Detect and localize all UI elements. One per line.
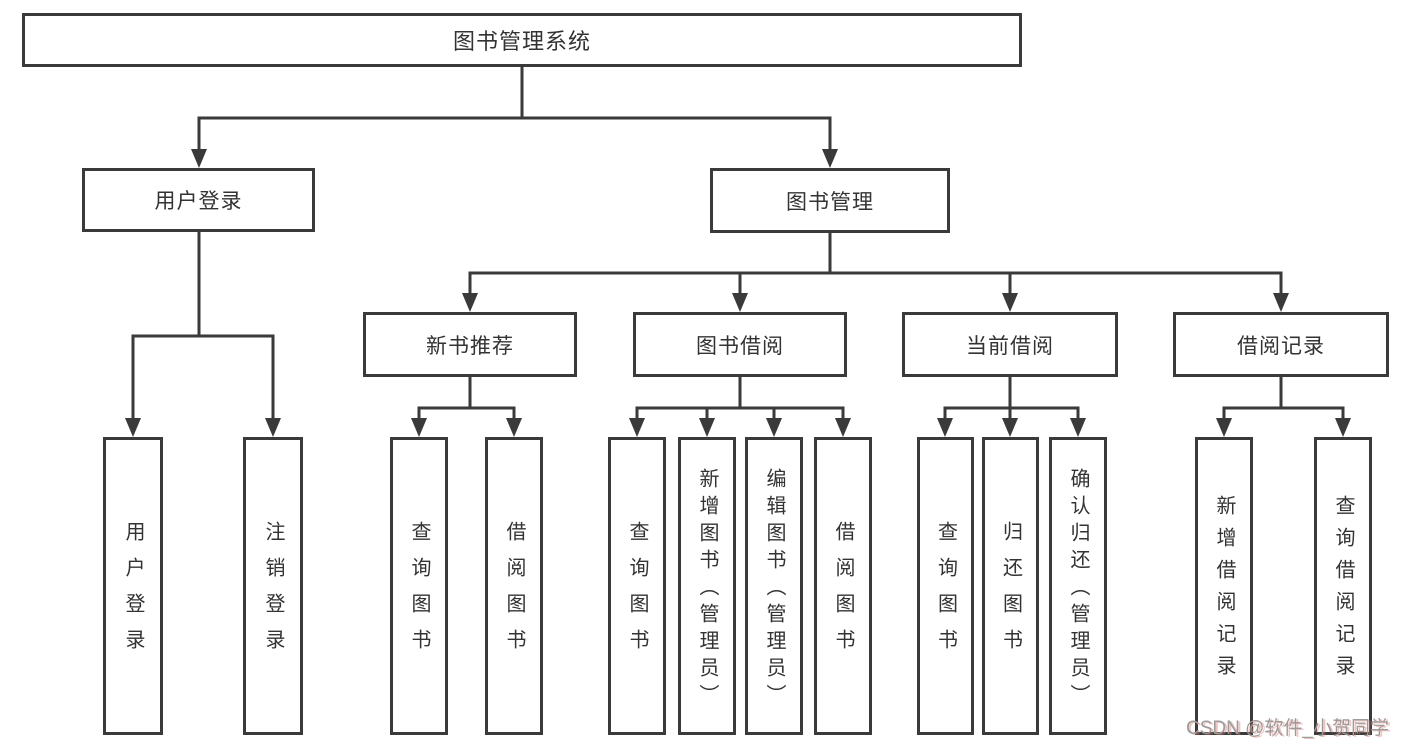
node-label: 图书借阅 bbox=[696, 334, 784, 358]
node-query-borrow-record: 查询借阅记录 bbox=[1314, 437, 1372, 735]
arrow-down-icon bbox=[732, 293, 748, 312]
node-label: 查询图书 bbox=[626, 521, 648, 665]
branch-new-recommend bbox=[417, 406, 516, 422]
node-query-books: 查询图书 bbox=[390, 437, 448, 735]
arrow-down-icon bbox=[125, 418, 141, 437]
node-add-books-admin: 新增图书（管理员） bbox=[678, 437, 736, 735]
node-label: 新增借阅记录 bbox=[1213, 495, 1235, 687]
arrow-down-icon bbox=[822, 149, 838, 168]
node-label: 用户登录 bbox=[154, 190, 243, 213]
arrow-down-icon bbox=[265, 418, 281, 437]
node-edit-books-admin: 编辑图书（管理员） bbox=[745, 437, 803, 735]
node-label: 借阅记录 bbox=[1237, 334, 1325, 358]
arrow-down-icon bbox=[1335, 418, 1351, 437]
node-borrow-books: 借阅图书 bbox=[485, 437, 543, 735]
arrow-down-icon bbox=[1002, 293, 1018, 312]
node-user-login: 用户登录 bbox=[82, 168, 315, 232]
node-return-books: 归还图书 bbox=[982, 437, 1039, 735]
arrow-down-icon bbox=[835, 418, 851, 437]
node-label: 注销登录 bbox=[262, 521, 284, 665]
node-label: 确认归还（管理员） bbox=[1067, 467, 1089, 711]
node-current-borrowing: 当前借阅 bbox=[902, 312, 1118, 377]
branch-book-borrow bbox=[635, 406, 845, 422]
arrow-down-icon bbox=[937, 418, 953, 437]
branch-level3 bbox=[468, 271, 1283, 297]
node-label: 图书管理 bbox=[786, 190, 874, 214]
arrow-down-icon bbox=[462, 293, 478, 312]
node-label: 编辑图书（管理员） bbox=[763, 467, 785, 711]
node-new-book-recommend: 新书推荐 bbox=[363, 312, 577, 377]
arrow-down-icon bbox=[1002, 418, 1018, 437]
node-logout: 注销登录 bbox=[243, 437, 303, 735]
node-label: 借阅图书 bbox=[832, 521, 854, 665]
node-query-books: 查询图书 bbox=[608, 437, 666, 735]
node-label: 借阅图书 bbox=[503, 521, 525, 665]
node-library-system: 图书管理系统 bbox=[22, 13, 1022, 67]
arrow-down-icon bbox=[191, 149, 207, 168]
node-user-login-leaf: 用户登录 bbox=[103, 437, 163, 735]
arrow-down-icon bbox=[699, 418, 715, 437]
arrow-down-icon bbox=[1273, 293, 1289, 312]
node-label: 当前借阅 bbox=[966, 334, 1054, 358]
node-label: 用户登录 bbox=[122, 521, 144, 665]
branch-borrow-records bbox=[1222, 406, 1345, 422]
node-query-books: 查询图书 bbox=[917, 437, 974, 735]
arrow-down-icon bbox=[629, 418, 645, 437]
arrow-down-icon bbox=[1216, 418, 1232, 437]
node-label: 查询图书 bbox=[408, 521, 430, 665]
arrowheads bbox=[125, 149, 1351, 437]
branch-level2 bbox=[197, 116, 832, 153]
node-borrow-books: 借阅图书 bbox=[814, 437, 872, 735]
node-label: 归还图书 bbox=[999, 521, 1022, 665]
csdn-watermark: CSDN @软件_小贺同学 bbox=[1186, 718, 1389, 739]
arrow-down-icon bbox=[506, 418, 522, 437]
branch-user-login bbox=[131, 334, 275, 422]
node-add-borrow-record: 新增借阅记录 bbox=[1195, 437, 1253, 735]
node-borrow-records: 借阅记录 bbox=[1173, 312, 1389, 377]
node-label: 新书推荐 bbox=[426, 334, 514, 358]
node-confirm-return-admin: 确认归还（管理员） bbox=[1049, 437, 1107, 735]
node-label: 查询借阅记录 bbox=[1332, 495, 1354, 687]
node-book-borrowing: 图书借阅 bbox=[633, 312, 847, 377]
node-book-management: 图书管理 bbox=[710, 168, 950, 233]
node-label: 查询图书 bbox=[934, 521, 957, 665]
node-label: 新增图书（管理员） bbox=[696, 467, 718, 711]
arrow-down-icon bbox=[1070, 418, 1086, 437]
arrow-down-icon bbox=[411, 418, 427, 437]
node-label: 图书管理系统 bbox=[452, 29, 591, 54]
arrow-down-icon bbox=[766, 418, 782, 437]
